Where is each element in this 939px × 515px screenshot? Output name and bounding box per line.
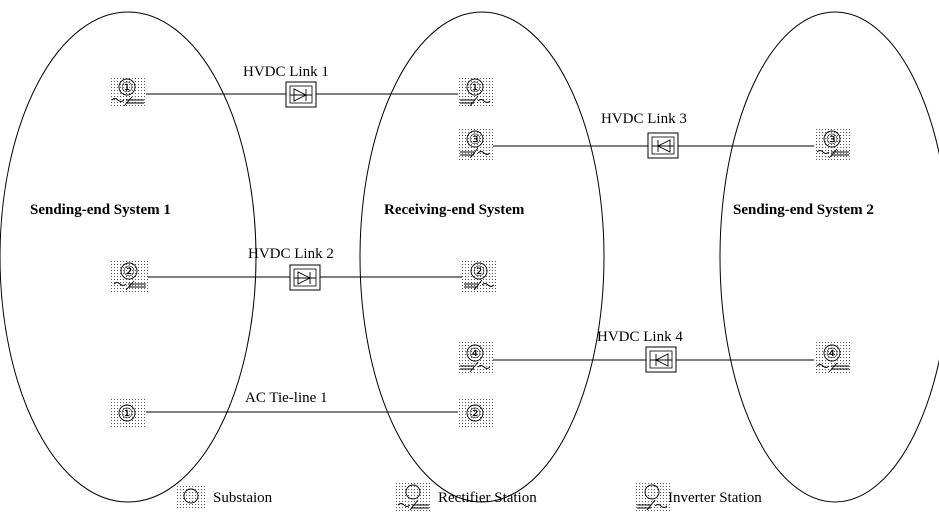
hvdc-link-4-converter xyxy=(645,346,677,373)
inverter-legend-icon xyxy=(635,482,671,512)
substation-2-center: ② xyxy=(458,398,493,428)
rectifier-station-4-right: ④ xyxy=(814,342,851,374)
hvdc-link-2-converter xyxy=(289,264,321,291)
inverter-station-1-center: ① xyxy=(458,76,493,108)
substation-1-left: ① xyxy=(109,398,146,428)
svg-text:④: ④ xyxy=(826,347,839,362)
rectifier-legend-icon xyxy=(395,482,431,512)
rectifier-station-3-right: ③ xyxy=(814,128,851,160)
hvdc-link-4-label: HVDC Link 4 xyxy=(597,329,683,345)
hvdc-link-1-converter xyxy=(285,81,317,108)
rectifier-station-2-left: ② xyxy=(111,260,148,292)
sending-end-system-2-boundary xyxy=(719,11,939,503)
svg-text:②: ② xyxy=(123,265,136,280)
sending-end-system-2-label: Sending-end System 2 xyxy=(733,202,874,218)
svg-text:①: ① xyxy=(469,81,482,96)
substation-legend-icon xyxy=(176,484,206,510)
sending-end-system-1-boundary xyxy=(0,11,257,503)
rectifier-legend-label: Rectifier Station xyxy=(438,490,537,506)
substation-legend-label: Substaion xyxy=(213,490,273,506)
legend: Substaion Rectifier Station Inverter Sta… xyxy=(176,482,762,512)
inverter-station-4-center: ④ xyxy=(458,342,493,374)
svg-text:①: ① xyxy=(121,81,134,96)
svg-text:①: ① xyxy=(121,407,134,422)
sending-end-system-1-label: Sending-end System 1 xyxy=(30,202,171,218)
svg-text:③: ③ xyxy=(826,133,839,148)
receiving-end-system-label: Receiving-end System xyxy=(384,202,525,218)
hvdc-link-3-converter xyxy=(647,132,679,159)
hvdc-link-2-label: HVDC Link 2 xyxy=(248,246,334,262)
svg-text:④: ④ xyxy=(469,347,482,362)
inverter-station-2-center: ② xyxy=(462,260,497,292)
inverter-station-3-center: ③ xyxy=(458,128,493,160)
rectifier-station-1-left: ① xyxy=(109,76,146,108)
receiving-end-system-boundary xyxy=(359,11,605,503)
ac-tie-line-1-label: AC Tie-line 1 xyxy=(245,390,328,406)
inverter-legend-label: Inverter Station xyxy=(668,490,762,506)
hvdc-link-3-label: HVDC Link 3 xyxy=(601,111,687,127)
svg-text:②: ② xyxy=(473,265,486,280)
svg-text:②: ② xyxy=(469,407,482,422)
hvdc-link-1-label: HVDC Link 1 xyxy=(243,64,329,80)
svg-text:③: ③ xyxy=(469,133,482,148)
